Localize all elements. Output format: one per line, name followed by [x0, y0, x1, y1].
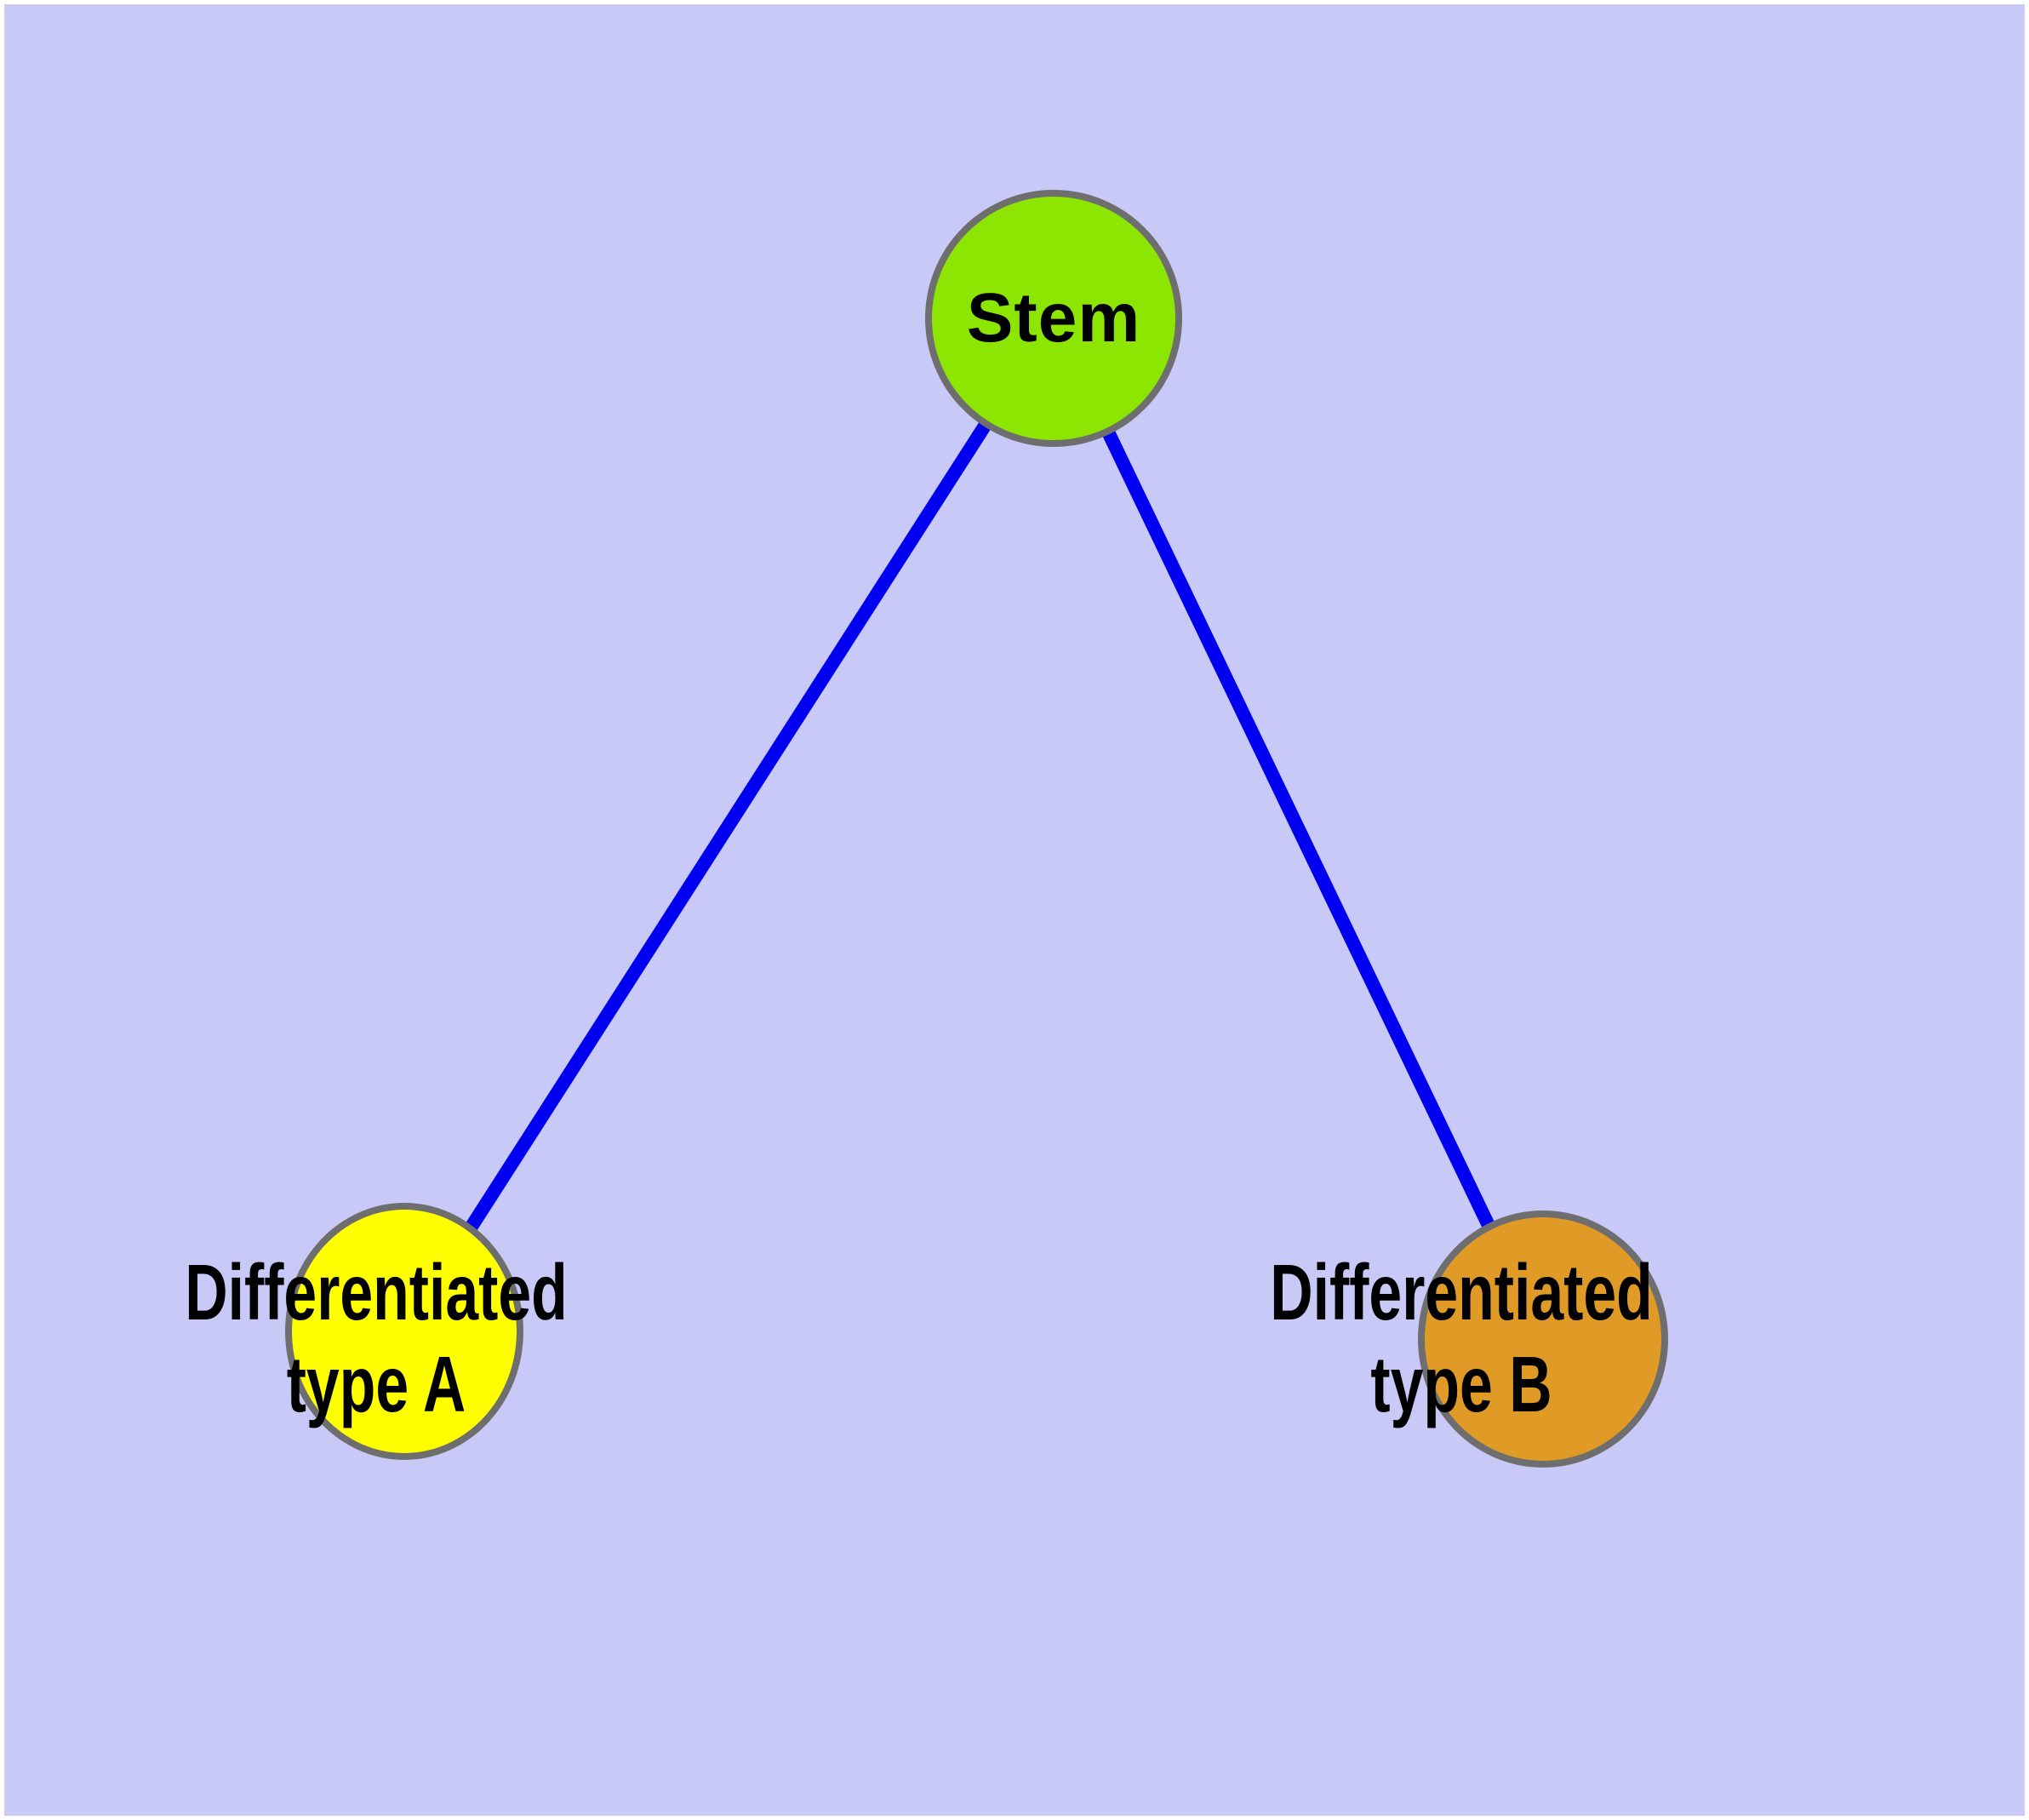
edge-stem-to-type-b: [1047, 315, 1550, 1342]
node-type-a-label-line-1: Differentiated: [185, 1248, 568, 1336]
node-type-a-label-line-2: type A: [286, 1340, 466, 1428]
node-stem-label: Stem: [966, 279, 1141, 357]
node-type-a-label: Differentiated type A: [153, 1246, 600, 1430]
node-type-a: [285, 1203, 523, 1460]
node-type-b-label: Differentiated type B: [1238, 1246, 1685, 1430]
node-stem: Stem: [925, 190, 1182, 447]
edge-stem-to-type-a: [398, 314, 1060, 1336]
node-type-b-label-line-1: Differentiated: [1270, 1248, 1653, 1336]
edges-layer: [398, 314, 1550, 1342]
node-type-b-label-line-2: type B: [1370, 1340, 1552, 1428]
node-type-b: [1418, 1210, 1668, 1468]
diagram-canvas: Stem Differentiated type A Differentiate…: [4, 4, 2025, 1816]
